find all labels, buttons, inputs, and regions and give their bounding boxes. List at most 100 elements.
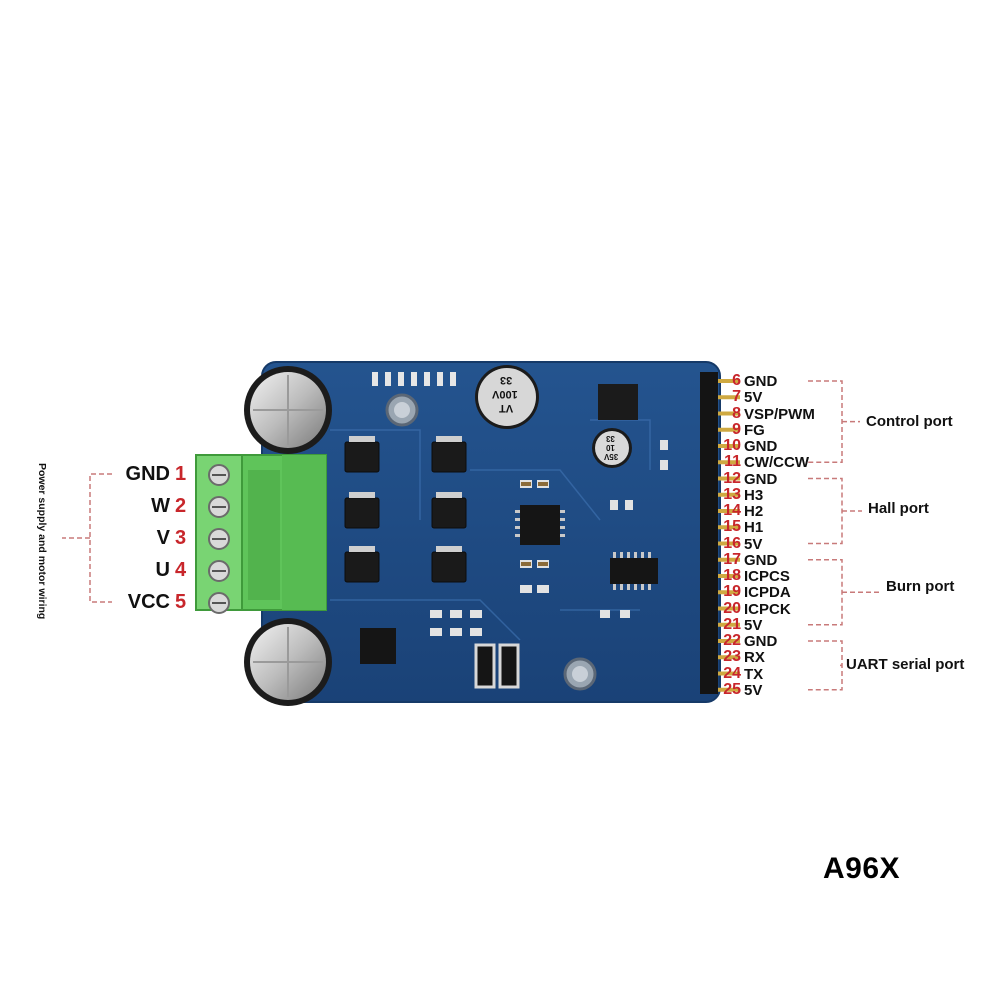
left-pin-number: 4	[175, 559, 187, 581]
group-bracket	[808, 380, 860, 463]
header-pin-number: 10	[723, 437, 741, 454]
header-pin	[718, 460, 740, 465]
header-pin-number: 20	[723, 599, 741, 617]
main-controller-ic	[520, 505, 560, 545]
header-pin	[718, 622, 740, 627]
header-pin	[718, 606, 740, 611]
header-pin-name: GND	[744, 633, 778, 650]
model-name: A96X	[823, 852, 901, 885]
header-pin-number: 9	[732, 420, 741, 438]
header-pin-number: 15	[723, 518, 741, 536]
header-pin-name: 5V	[744, 681, 763, 699]
mosfet	[431, 497, 467, 529]
capacitor-large-text-1: 33	[500, 374, 513, 386]
header-pin-name: GND	[744, 470, 778, 488]
header-pin-name: GND	[744, 438, 778, 455]
left-pin-name: VCC	[127, 591, 170, 613]
header-pin-number: 21	[723, 615, 741, 633]
left-pin-number: 2	[175, 495, 187, 517]
header-pin-name: H1	[744, 519, 764, 537]
header-pin-number: 6	[732, 372, 741, 389]
left-pin-name: U	[155, 559, 170, 581]
header-pin	[718, 395, 740, 400]
electrolytic-capacitor-top	[244, 366, 332, 454]
header-pin-number: 14	[723, 502, 741, 519]
capacitor-small-text-1: 33	[606, 434, 615, 443]
header-pin-number: 22	[723, 632, 741, 649]
header-pin-name: TX	[744, 665, 764, 683]
left-pin-name: GND	[125, 463, 170, 485]
header-pin-name: H2	[744, 503, 764, 520]
power-motor-wiring-label: Power supply and motor wiring	[36, 463, 48, 620]
header-pin-number: 24	[723, 664, 741, 682]
header-pin	[718, 476, 740, 481]
header-pin	[718, 411, 740, 416]
capacitor-small-text-2: 10	[606, 443, 615, 452]
group-bracket	[808, 477, 862, 545]
left-pin-name: V	[156, 527, 170, 549]
soic-chip	[610, 558, 658, 584]
left-pin-name: W	[151, 495, 170, 517]
mosfet	[344, 441, 380, 473]
driver-ic	[360, 628, 396, 664]
mosfet	[344, 551, 380, 583]
header-pin	[718, 671, 740, 676]
header-pin	[718, 444, 740, 448]
header-pin-name: 5V	[744, 535, 763, 553]
header-pin	[718, 427, 740, 432]
header-pin-number: 25	[723, 680, 741, 698]
shunt-resistor	[498, 643, 520, 689]
header-pin	[718, 590, 740, 595]
header-pin-name: VSP/PWM	[744, 405, 815, 423]
header-pin-number: 7	[732, 388, 741, 406]
left-pin-number: 5	[175, 591, 187, 613]
header-pin-name: ICPCS	[744, 568, 790, 585]
capacitor-small-text-3: 35V	[604, 452, 619, 461]
header-pin	[718, 379, 740, 383]
shunt-resistor	[474, 643, 496, 689]
header-pin	[718, 509, 740, 513]
mosfet	[431, 551, 467, 583]
electrolytic-capacitor-bottom	[244, 618, 332, 706]
header-pin-name: H3	[744, 486, 764, 504]
header-pin-number: 16	[723, 534, 741, 552]
capacitor-large-text-3: VT	[499, 402, 514, 414]
group-label-hall-port: Hall port	[868, 500, 929, 517]
group-bracket	[808, 640, 843, 691]
header-pin-name: ICPCK	[744, 600, 791, 618]
header-pin-number: 18	[723, 567, 741, 584]
header-pin-name: RX	[744, 649, 765, 667]
left-pin-number: 3	[175, 527, 187, 549]
group-label-burn-port: Burn port	[886, 578, 955, 595]
header-pin-name: GND	[744, 551, 778, 569]
header-pin	[718, 525, 740, 530]
header-pin-number: 8	[732, 404, 741, 422]
group-label-control-port: Control port	[866, 413, 953, 430]
header-pin-number: 19	[723, 583, 741, 601]
header-pin-number: 11	[724, 453, 741, 471]
mosfet	[344, 497, 380, 529]
left-pin-number: 1	[175, 463, 187, 485]
header-pin-name: ICPDA	[744, 584, 791, 602]
mosfet	[431, 441, 467, 473]
header-pin	[718, 687, 740, 692]
header-pin-name: FG	[744, 421, 765, 439]
header-pin	[718, 639, 740, 643]
header-pin-name: CW/CCW	[744, 454, 809, 472]
header-pin-name: 5V	[744, 616, 763, 634]
capacitor-large-text-2: 100V	[492, 388, 518, 400]
header-pin	[718, 574, 740, 578]
header-pin	[718, 655, 740, 660]
header-pin-name: 5V	[744, 389, 763, 407]
capacitor-small	[592, 428, 632, 468]
header-pin	[718, 541, 740, 546]
header-pin-number: 12	[723, 469, 741, 487]
header-pin-number: 17	[723, 550, 741, 568]
group-label-uart-serial-port: UART serial port	[846, 656, 965, 673]
header-pin-number: 23	[723, 648, 741, 666]
header-pin	[718, 492, 740, 497]
inductor	[598, 384, 638, 420]
group-bracket	[808, 559, 880, 626]
